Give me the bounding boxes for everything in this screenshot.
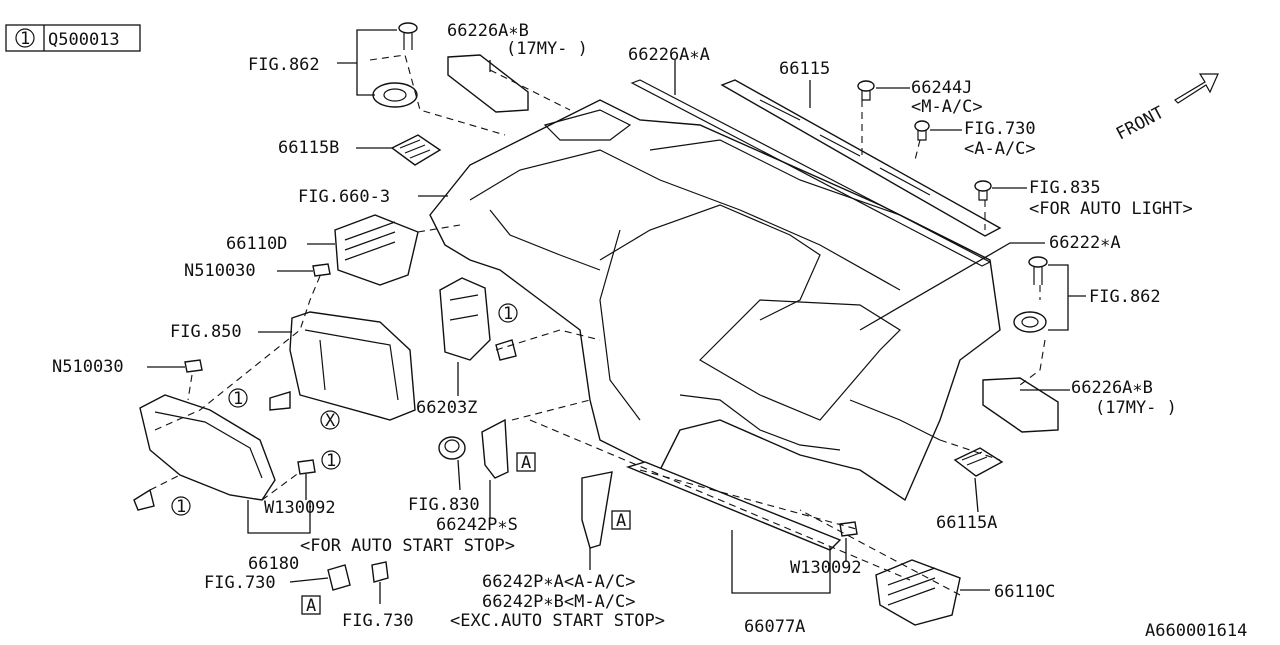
defroster-grille-66115 [720,79,1002,237]
legend-index: 1 [20,29,30,49]
marker-circle-1-a: 1 [498,303,518,324]
instrument-panel-body [429,99,1001,502]
legend-code: Q500013 [48,30,120,50]
callout-66226a-b-top-note: (17MY- ) [506,39,588,59]
callout-66077a: 66077A [744,617,805,637]
combination-meter-fig850 [289,311,416,421]
vent-66115b [390,134,442,166]
callout-fig730-top-note: <A-A/C> [964,139,1036,159]
front-arrow-icon: FRONT [1113,73,1219,145]
clip-n510030-lower [184,359,203,373]
svg-text:X: X [325,411,336,431]
callout-fig862-right: FIG.862 [1089,287,1161,307]
meter-visor-66180 [139,394,276,501]
marker-circle-1-d: 1 [171,496,191,517]
screw-visor-1 [133,488,155,511]
marker-circle-1-b: 1 [228,388,248,409]
callout-66226a-a: 66226A∗A [628,45,710,65]
ref-box-a-1: A [516,452,536,473]
callout-66244j: 66244J [911,78,972,98]
svg-text:A: A [616,511,626,531]
callout-n510030-upper: N510030 [184,261,256,281]
callout-66110d: 66110D [226,234,287,254]
clip-w130092-left [297,459,316,475]
callout-66226a-b-right: 66226A∗B [1071,378,1153,398]
callout-w130092-right: W130092 [790,558,862,578]
callout-fig730-bottom: FIG.730 [342,611,414,631]
callout-fig730-top: FIG.730 [964,119,1036,139]
callout-fig730-left: FIG.730 [204,573,276,593]
vent-66115a [953,447,1004,477]
callout-66226a-b-top: 66226A∗B [447,21,529,41]
front-label: FRONT [1113,103,1168,145]
cover-66242p-a-b [581,471,613,549]
callout-66180-note: <FOR AUTO START STOP> [300,536,515,556]
screw-fig862-top [372,22,418,108]
callout-66242p-a: 66242P∗A<A-A/C> [482,572,636,592]
callout-fig850: FIG.850 [170,322,242,342]
vent-66110c [875,559,961,626]
bulb-66244j [857,80,875,101]
svg-text:A: A [306,596,316,616]
screw-fig862-right [1013,256,1048,333]
callout-66222-a: 66222∗A [1049,233,1121,253]
legend-box: 1 Q500013 [5,24,141,52]
callout-66242p-b: 66242P∗B<M-A/C> [482,592,636,612]
callout-66110c: 66110C [994,582,1055,602]
svg-text:1: 1 [503,304,513,324]
svg-text:A: A [521,453,531,473]
callout-66115: 66115 [779,59,830,79]
pad-66226a-b-right [982,377,1059,433]
diagram-id: A660001614 [1145,621,1247,640]
callout-66242p-s: 66242P∗S [436,515,518,535]
switch-fig830 [438,436,466,460]
screw-meter-1 [269,391,291,411]
callout-66180: 66180 [248,554,299,574]
screw-bracket-1 [495,339,517,361]
marker-circle-1-c: 1 [321,450,341,471]
callout-66203z: 66203Z [416,398,477,418]
svg-text:1: 1 [176,497,186,517]
callout-fig835-note: <FOR AUTO LIGHT> [1029,199,1193,219]
callout-66115a: 66115A [936,513,997,533]
callout-n510030-lower: N510030 [52,357,124,377]
defroster-trim-a [630,79,992,267]
cover-66242p-s [481,418,509,479]
svg-text:1: 1 [233,389,243,409]
ref-box-a-2: A [611,510,631,531]
svg-text:1: 1 [326,451,336,471]
callout-66244j-note: <M-A/C> [911,97,983,117]
sensor-fig835 [974,180,992,201]
callout-66226a-b-right-note: (17MY- ) [1095,398,1177,418]
connector-fig730-bottom [327,561,389,591]
guide-lines [149,54,1046,596]
callout-fig830: FIG.830 [408,495,480,515]
callout-w130092-left: W130092 [264,498,336,518]
callout-66115b: 66115B [278,138,339,158]
clip-n510030-upper [312,263,331,277]
marker-x: X [320,410,340,431]
vent-66110d [334,214,419,286]
ref-box-a-3: A [301,595,321,616]
callout-fig835: FIG.835 [1029,178,1101,198]
callout-fig660-3: FIG.660-3 [298,187,390,207]
callout-66242p-note: <EXC.AUTO START STOP> [450,611,665,631]
callout-labels: FIG.862 66226A∗B (17MY- ) 66226A∗A 66115… [52,21,1247,641]
callout-fig862-top: FIG.862 [248,55,320,75]
sensor-fig730-top [914,120,930,141]
pad-66226a-b-top [447,54,529,113]
bracket-66203z [439,277,491,361]
leader-lines [147,29,1086,604]
